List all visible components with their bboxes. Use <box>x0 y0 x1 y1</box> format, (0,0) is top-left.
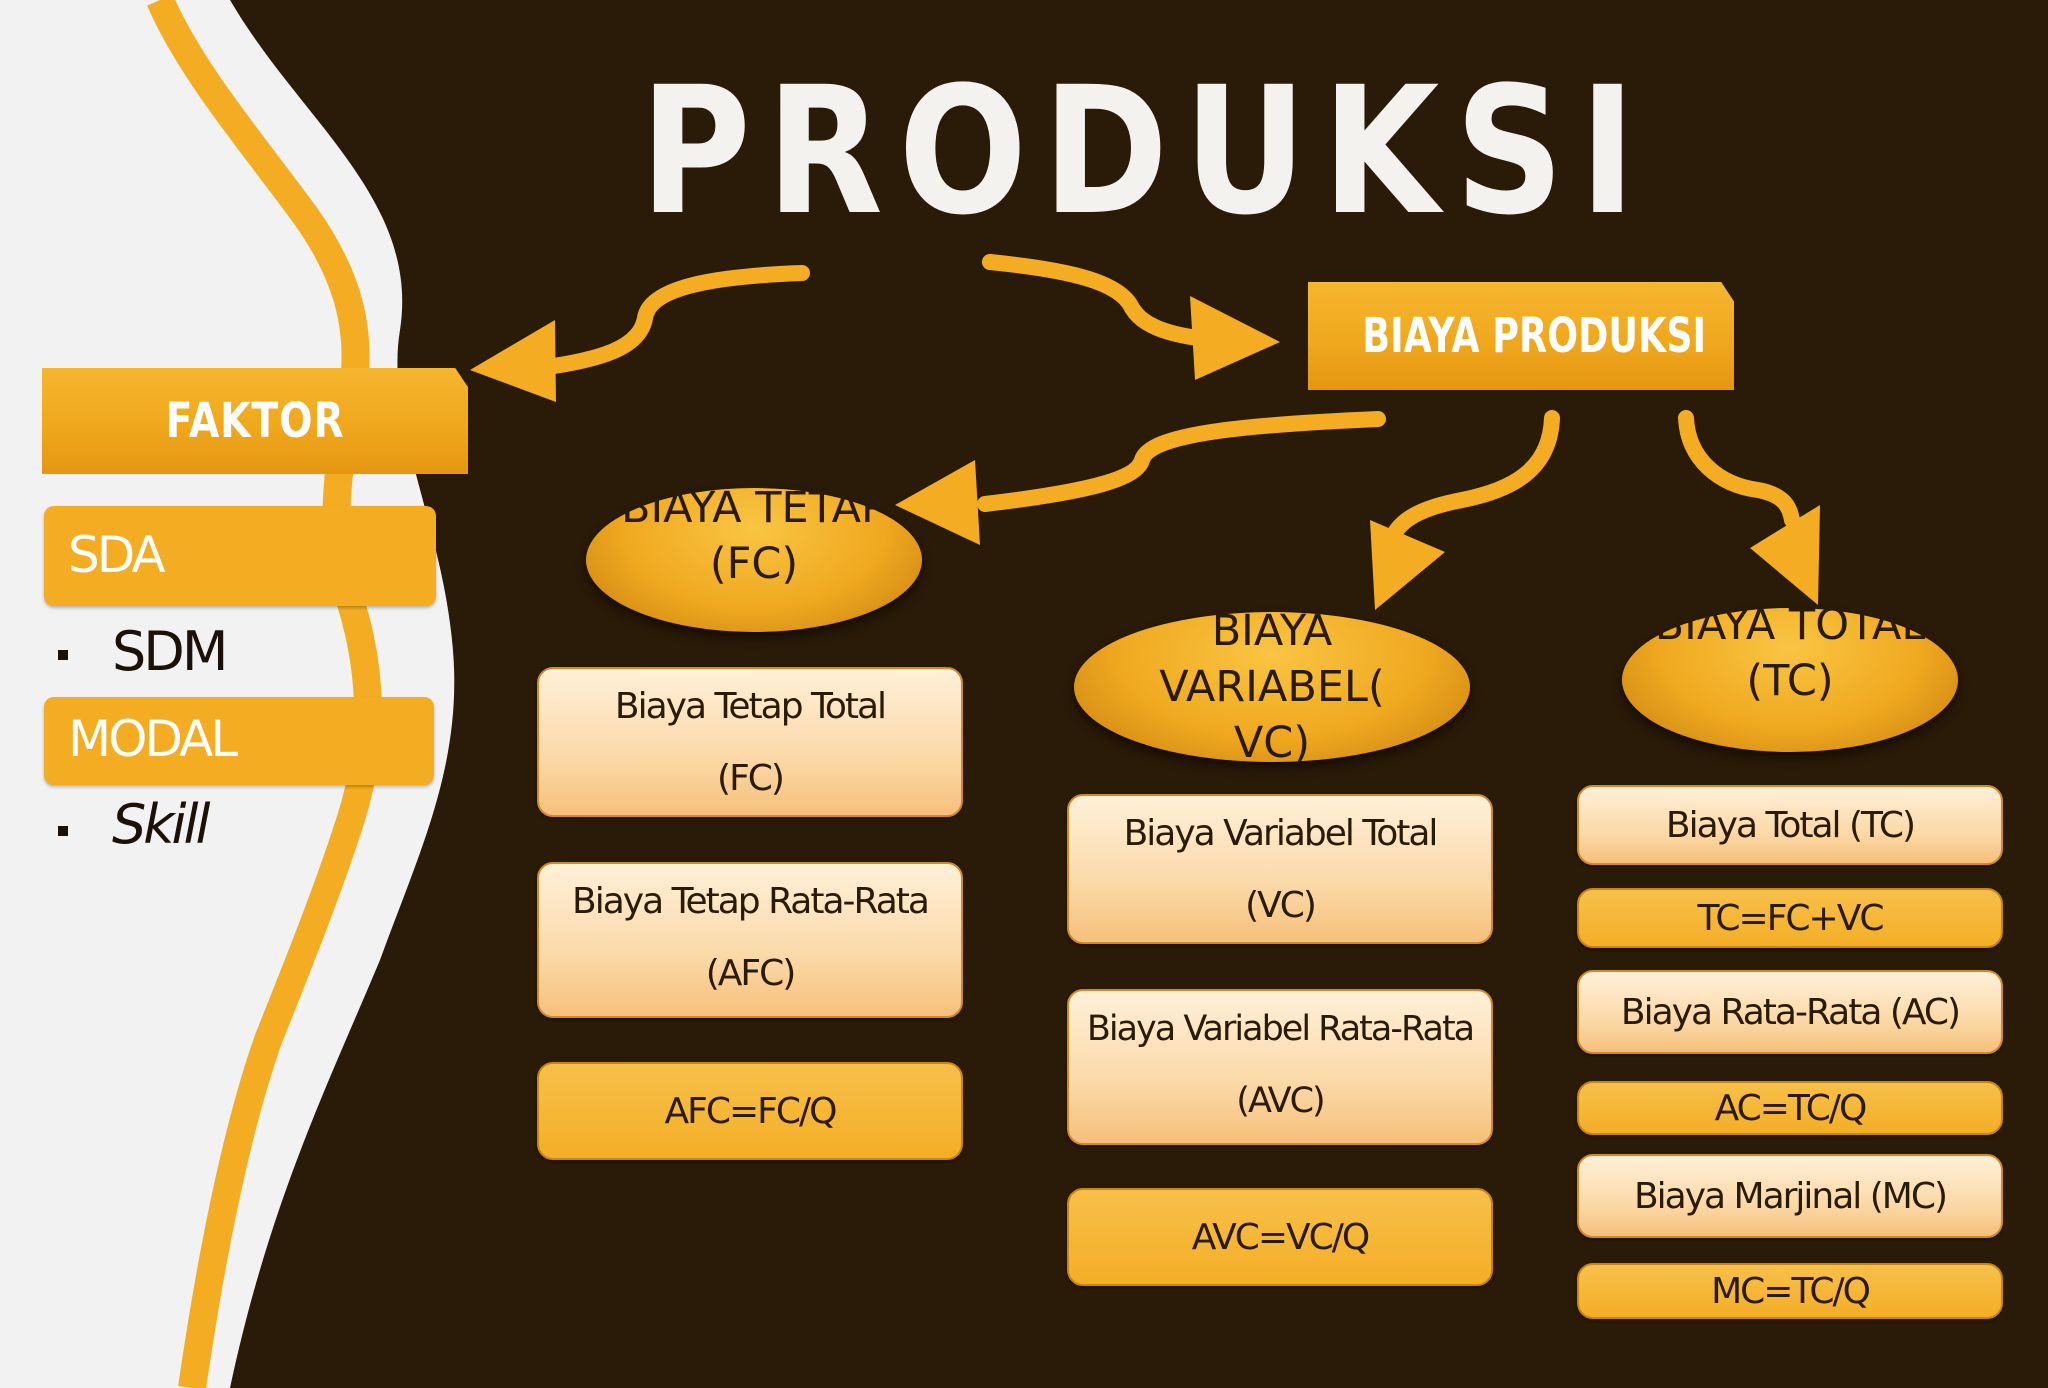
box-line: Biaya Variabel Total <box>1123 813 1439 854</box>
biaya-tetap-title-line: BIAYA <box>621 483 742 533</box>
biaya-tetap-ellipse <box>586 488 922 632</box>
arrow-to-biaya-total <box>1678 410 1800 528</box>
arrow-to-biaya-variabel <box>1384 410 1560 546</box>
box-line: Biaya Variabel Rata-Rata <box>1086 1009 1475 1049</box>
faktor-item-modal: MODAL <box>44 697 434 785</box>
biaya-variabel-title-line: BIAYA <box>1211 606 1333 656</box>
biaya-tetap-title-line: (FC) <box>709 539 799 589</box>
box-line: Biaya Tetap Total <box>614 686 887 727</box>
biaya-total-ellipse <box>1622 608 1958 752</box>
box-line: AFC=FC/Q <box>664 1090 838 1132</box>
box-line: AC=TC/Q <box>1714 1087 1868 1129</box>
box-ac-formula: AC=TC/Q <box>1577 1081 2003 1135</box>
faktor-header: FAKTOR <box>42 368 468 474</box>
biaya-total-title-line: (TC) <box>1746 656 1834 706</box>
biaya-variabel-title: BIAYA VARIABEL( VC) <box>1122 603 1422 771</box>
faktor-item-modal-label: MODAL <box>68 710 238 768</box>
arrowhead-biaya-variabel <box>1370 520 1445 610</box>
box-biaya-tetap-total: Biaya Tetap Total (FC) <box>537 667 963 817</box>
box-line: TC=FC+VC <box>1697 897 1885 939</box>
box-line: (AFC) <box>705 953 797 994</box>
left-panel <box>0 0 455 1388</box>
biaya-total-title: BIAYA TOTAL (TC) <box>1650 597 1930 709</box>
box-line: MC=TC/Q <box>1711 1270 1871 1312</box>
box-line: (VC) <box>1245 885 1317 926</box>
box-biaya-tetap-rata-rata: Biaya Tetap Rata-Rata (AFC) <box>537 862 963 1018</box>
box-biaya-marjinal: Biaya Marjinal (MC) <box>1577 1154 2003 1238</box>
page-title: PRODUKSI <box>640 49 1652 254</box>
box-line: (FC) <box>717 758 785 799</box>
biaya-produksi-header: BIAYA PRODUKSI <box>1308 282 1734 390</box>
accent-stripe <box>147 0 382 1388</box>
box-afc-formula: AFC=FC/Q <box>537 1062 963 1160</box>
box-biaya-variabel-rata-rata: Biaya Variabel Rata-Rata (AVC) <box>1067 989 1493 1145</box>
arrowhead-biaya-total <box>1750 505 1820 605</box>
biaya-tetap-title-line: TETAP <box>755 483 887 533</box>
arrowhead-biaya-produksi <box>1190 296 1280 380</box>
bullet-icon <box>58 650 68 660</box>
box-line: Biaya Total (TC) <box>1665 804 1916 846</box>
arrowhead-biaya-tetap <box>895 460 980 545</box>
box-biaya-total: Biaya Total (TC) <box>1577 785 2003 865</box>
faktor-item-sda: SDA <box>44 506 436 606</box>
box-avc-formula: AVC=VC/Q <box>1067 1188 1493 1286</box>
box-line: Biaya Rata-Rata (AC) <box>1620 991 1961 1033</box>
bullet-icon <box>58 826 68 836</box>
faktor-item-sda-label: SDA <box>68 526 166 584</box>
box-line: AVC=VC/Q <box>1191 1216 1370 1258</box>
faktor-item-skill: Skill <box>112 793 211 856</box>
box-biaya-rata-rata: Biaya Rata-Rata (AC) <box>1577 970 2003 1054</box>
box-mc-formula: MC=TC/Q <box>1577 1263 2003 1319</box>
arrow-to-faktor <box>532 265 810 376</box>
biaya-total-title-line: BIAYA <box>1654 600 1776 650</box>
biaya-tetap-title: BIAYA TETAP (FC) <box>614 480 894 592</box>
box-line: Biaya Tetap Rata-Rata <box>572 881 930 922</box>
arrow-to-biaya-produksi <box>982 254 1243 350</box>
arrow-to-biaya-tetap <box>977 411 1386 512</box>
biaya-variabel-title-line: VARIABEL( <box>1159 662 1385 712</box>
biaya-variabel-ellipse <box>1074 612 1470 762</box>
arrowhead-faktor <box>470 320 556 402</box>
box-biaya-variabel-total: Biaya Variabel Total (VC) <box>1067 794 1493 944</box>
biaya-total-title-line: TOTAL <box>1788 600 1926 650</box>
faktor-item-sdm: SDM <box>112 620 228 683</box>
faktor-header-label: FAKTOR <box>165 393 345 449</box>
box-tc-formula: TC=FC+VC <box>1577 888 2003 948</box>
biaya-produksi-header-label: BIAYA PRODUKSI <box>1362 308 1707 364</box>
box-line: Biaya Marjinal (MC) <box>1633 1175 1948 1217</box>
biaya-variabel-title-line: VC) <box>1233 718 1311 768</box>
box-line: (AVC) <box>1236 1081 1325 1121</box>
